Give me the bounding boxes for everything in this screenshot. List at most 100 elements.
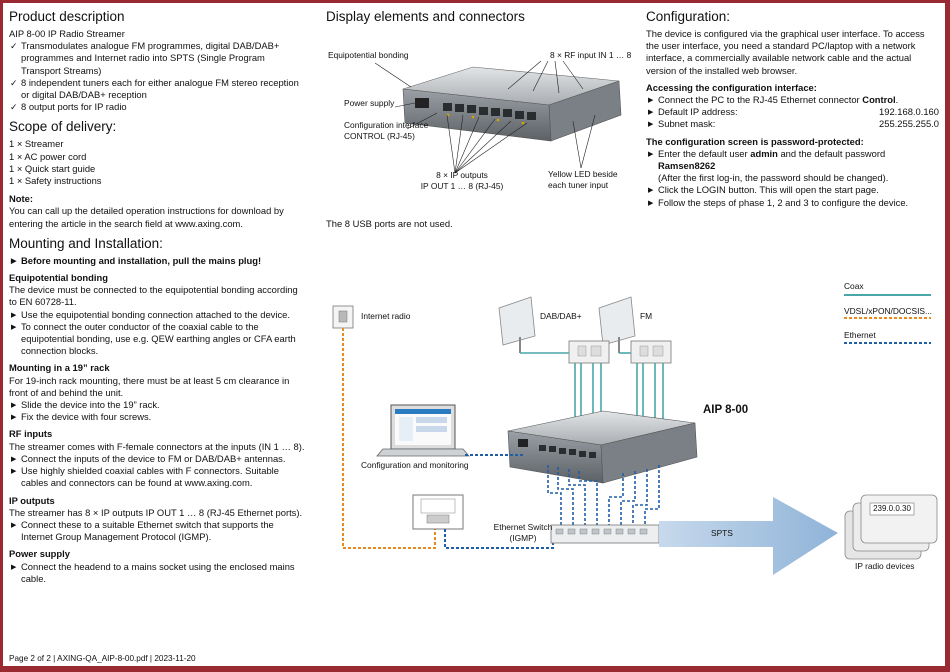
ip-address-value: 192.168.0.160 [879, 106, 939, 118]
access-bullet: ▶Connect the PC to the RJ-45 Ethernet co… [646, 94, 939, 106]
ip-bullet: ▶Connect these to a suitable Ethernet sw… [11, 518, 274, 543]
subnet-label: Subnet mask: [658, 118, 716, 130]
label-spts: SPTS [711, 528, 733, 538]
equi-bullet: ▶Use the equipotential bonding connectio… [9, 309, 305, 321]
arrow-right-icon: ▶ [11, 414, 17, 422]
internet-radio-receiver [412, 494, 464, 530]
password-bullet: ▶Follow the steps of phase 1, 2 and 3 to… [646, 197, 939, 209]
fm-antenna [598, 296, 636, 353]
scope-item: 1 × AC power cord [9, 150, 87, 162]
note-text: You can call up the detailed operation i… [9, 205, 284, 229]
product-bullet: ✓8 independent tuners each for either an… [10, 76, 299, 101]
spts-arrow [659, 497, 838, 575]
arrow-right-icon: ▶ [648, 150, 654, 158]
rf-text: The streamer comes with F-female connect… [9, 440, 305, 452]
label-rf-input: 8 × RF input IN 1 … 8 [550, 50, 632, 60]
label-igmp: (IGMP) [509, 533, 537, 543]
arrow-right-icon: ▶ [648, 121, 654, 129]
arrow-right-icon: ▶ [11, 521, 17, 529]
ip-address-label: Default IP address: [658, 106, 738, 118]
arrow-right-icon: ▶ [648, 187, 654, 195]
main-device [507, 410, 698, 484]
check-icon: ✓ [10, 102, 18, 113]
configuration-text: The device is configured via the graphic… [646, 28, 925, 76]
splitter-fm [630, 340, 672, 364]
label-ip-radio-devices: IP radio devices [855, 561, 915, 571]
label-ethernet-switch: Ethernet Switch [493, 522, 553, 532]
password-bullet: ▶Enter the default user admin and the de… [648, 147, 889, 184]
label-each-tuner: each tuner input [548, 180, 609, 190]
radio-display-value: 239.0.0.30 [873, 504, 911, 513]
label-config-monitoring: Configuration and monitoring [361, 460, 469, 470]
page: Product description AIP 8-00 IP Radio St… [3, 3, 945, 666]
arrow-right-icon: ▶ [11, 468, 17, 476]
subnet-row: ▶ Subnet mask: 255.255.255.0 [646, 118, 939, 130]
ethernet-radio-switch [444, 529, 554, 549]
configuration-heading: Configuration: [646, 9, 731, 24]
scope-item: 1 × Safety instructions [9, 175, 102, 187]
access-heading: Accessing the configuration interface: [646, 81, 817, 93]
equi-text: The device must be connected to the equi… [9, 284, 298, 308]
label-equipotential: Equipotential bonding [328, 50, 409, 60]
equi-heading: Equipotential bonding [9, 272, 108, 284]
ip-text: The streamer has 8 × IP outputs IP OUT 1… [9, 506, 303, 518]
internet-radio-socket [332, 305, 354, 329]
label-fm: FM [640, 311, 653, 321]
check-icon: ✓ [10, 41, 18, 52]
right-column: Configuration: The device is configured … [646, 3, 939, 209]
label-config-control: CONTROL (RJ-45) [344, 131, 415, 141]
warning-item: ▶Before mounting and installation, pull … [9, 255, 305, 267]
label-config-interface: Configuration interface [344, 120, 429, 130]
splitter-dab [568, 340, 610, 364]
ethernet-outputs [547, 465, 660, 525]
scope-heading: Scope of delivery: [9, 119, 117, 135]
legend-coax-label: Coax [844, 281, 864, 291]
label-ip-outputs: 8 × IP outputs [436, 170, 488, 180]
rack-bullet: ▶Fix the device with four screws. [9, 411, 305, 423]
label-dab: DAB/DAB+ [540, 311, 582, 321]
rack-bullet: ▶Slide the device into the 19” rack. [9, 399, 305, 411]
arrow-right-icon: ▶ [11, 257, 17, 265]
vdsl-cable [342, 328, 436, 549]
arrow-right-icon: ▶ [648, 109, 654, 117]
product-bullets: ✓Transmodulates analogue FM programmes, … [9, 40, 305, 113]
radio-display [869, 502, 915, 516]
arrow-right-icon: ▶ [11, 455, 17, 463]
password-heading: The configuration screen is password-pro… [646, 135, 864, 147]
label-yellow-led: Yellow LED beside [548, 169, 618, 179]
legend-ethernet-label: Ethernet [844, 330, 876, 340]
label-device-name: AIP 8-00 [703, 404, 749, 416]
rack-text: For 19-inch rack mounting, there must be… [9, 374, 290, 398]
rf-heading: RF inputs [9, 428, 53, 440]
product-bullet: ✓Transmodulates analogue FM programmes, … [10, 40, 280, 76]
device-photo-top [374, 60, 622, 174]
arrow-right-icon: ▶ [648, 97, 654, 105]
legend-vdsl-label: VDSL/xPON/DOCSIS... [844, 306, 932, 316]
dab-antenna [498, 296, 536, 353]
check-icon: ✓ [10, 77, 18, 88]
arrow-right-icon: ▶ [11, 563, 17, 571]
password-bullet: ▶Click the LOGIN button. This will open … [646, 184, 939, 196]
arrow-right-icon: ▶ [11, 402, 17, 410]
footer: Page 2 of 2 | AXING-QA_AIP-8-00.pdf | 20… [9, 654, 196, 663]
ip-radio-devices [844, 494, 938, 560]
rf-bullet: ▶Use highly shielded coaxial cables with… [11, 465, 279, 489]
usb-note: The 8 USB ports are not used. [326, 218, 453, 229]
legend [844, 294, 931, 344]
arrow-right-icon: ▶ [648, 199, 654, 207]
middle-column: Display elements and connectors [326, 3, 626, 25]
diagram-canvas [332, 60, 938, 575]
label-internet-radio: Internet radio [361, 311, 411, 321]
arrow-right-icon: ▶ [11, 311, 17, 319]
display-heading: Display elements and connectors [326, 9, 525, 24]
left-column: Product description AIP 8-00 IP Radio St… [9, 3, 305, 585]
ip-address-row: ▶ Default IP address: 192.168.0.160 [646, 106, 939, 118]
ethernet-switch [550, 524, 660, 544]
arrow-right-icon: ▶ [11, 323, 17, 331]
equi-bullet: ▶To connect the outer conductor of the c… [11, 320, 296, 357]
subnet-value: 255.255.255.0 [879, 118, 939, 130]
mounting-heading: Mounting and Installation: [9, 235, 163, 251]
product-line: AIP 8-00 IP Radio Streamer [9, 28, 125, 39]
scope-item: 1 × Streamer [9, 138, 64, 150]
label-ip-out-range: IP OUT 1 … 8 (RJ-45) [420, 181, 504, 191]
